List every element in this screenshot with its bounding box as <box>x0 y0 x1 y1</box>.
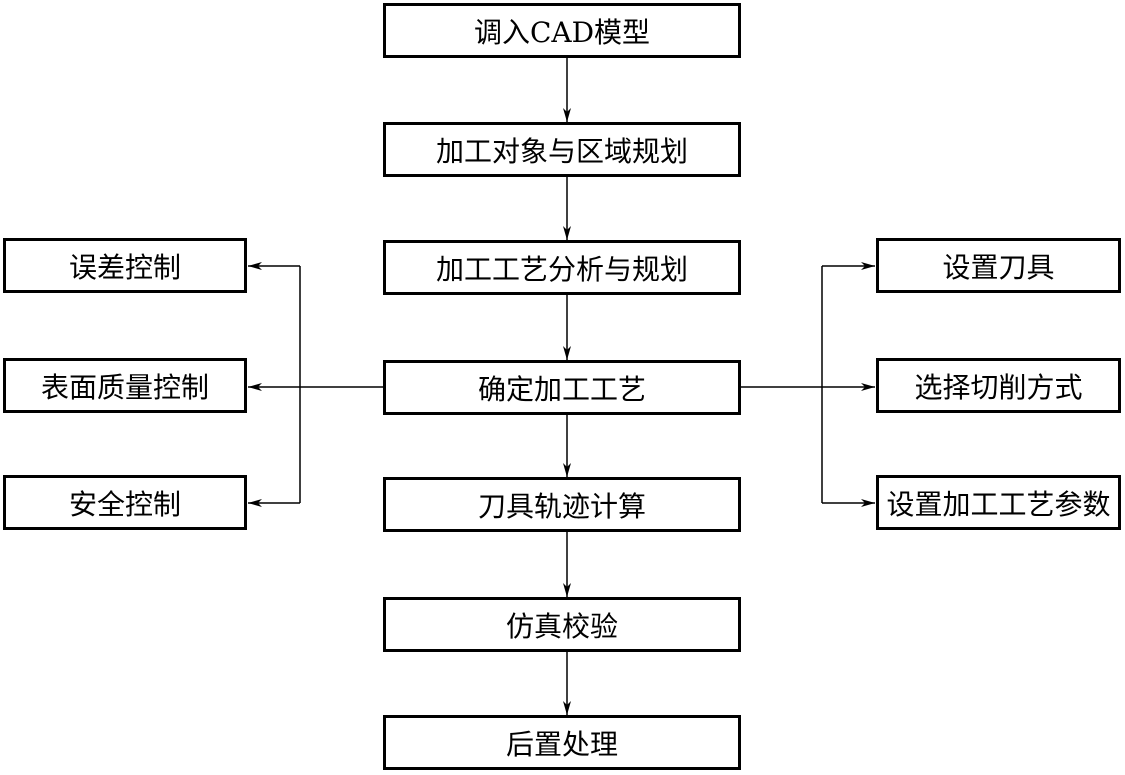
step-process-analysis-planning: 加工工艺分析与规划 <box>383 240 741 295</box>
branch-surface-quality-control: 表面质量控制 <box>3 358 247 413</box>
step-simulation-verification-label: 仿真校验 <box>505 609 618 643</box>
branch-select-cutting-mode-label: 选择切削方式 <box>914 370 1083 404</box>
step-post-processing: 后置处理 <box>383 715 741 770</box>
step-process-analysis-planning-label: 加工工艺分析与规划 <box>435 252 688 286</box>
branch-set-process-parameters-label: 设置加工工艺参数 <box>886 487 1111 521</box>
branch-safety-control: 安全控制 <box>3 475 247 530</box>
branch-set-tool: 设置刀具 <box>876 238 1121 293</box>
branch-error-control-label: 误差控制 <box>68 250 181 284</box>
step-machining-object-region-planning-label: 加工对象与区域规划 <box>435 134 688 168</box>
step-post-processing-label: 后置处理 <box>505 727 618 761</box>
step-determine-process-label: 确定加工工艺 <box>477 372 646 406</box>
branch-error-control: 误差控制 <box>3 238 247 293</box>
branch-set-tool-label: 设置刀具 <box>942 250 1055 284</box>
step-simulation-verification: 仿真校验 <box>383 597 741 652</box>
step-import-cad-model-label: 调入CAD模型 <box>473 15 651 49</box>
step-machining-object-region-planning: 加工对象与区域规划 <box>383 122 741 177</box>
step-toolpath-calculation-label: 刀具轨迹计算 <box>477 489 646 523</box>
step-determine-process: 确定加工工艺 <box>383 360 741 415</box>
branch-set-process-parameters: 设置加工工艺参数 <box>876 475 1121 530</box>
branch-surface-quality-control-label: 表面质量控制 <box>40 370 209 404</box>
branch-safety-control-label: 安全控制 <box>68 487 181 521</box>
step-toolpath-calculation: 刀具轨迹计算 <box>383 477 741 532</box>
step-import-cad-model: 调入CAD模型 <box>383 3 741 58</box>
branch-select-cutting-mode: 选择切削方式 <box>876 358 1121 413</box>
